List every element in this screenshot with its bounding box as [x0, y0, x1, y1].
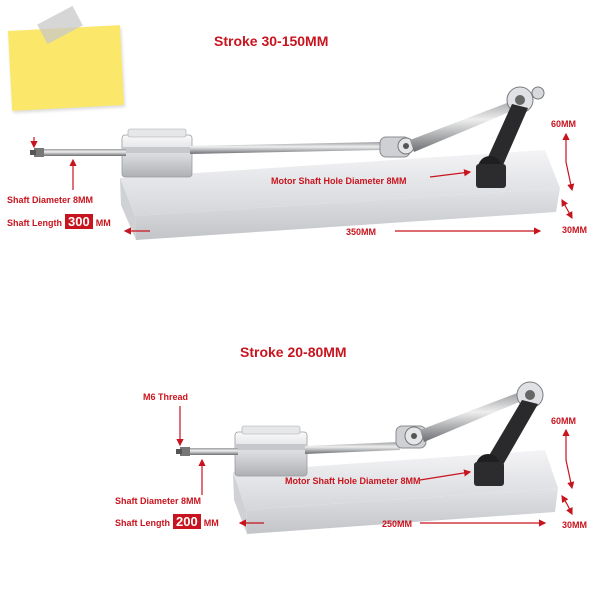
- thread-label: M6 Thread: [143, 392, 189, 402]
- overall-length-label: 350MM: [346, 227, 377, 237]
- connecting-rod: [305, 381, 544, 454]
- shaft-length-value: 300: [65, 214, 93, 229]
- shaft-length-prefix: Shaft Length: [7, 218, 62, 228]
- shaft-length-prefix: Shaft Length: [115, 518, 170, 528]
- bottom-variant-panel: Stroke 20-80MM M6 Thread Shaft Diameter …: [0, 300, 600, 600]
- top-actuator-diagram: [30, 86, 575, 240]
- dimension-arrows: [176, 406, 575, 527]
- shaft-diameter-label: Shaft Diameter 8MM: [115, 496, 202, 506]
- shaft-length-unit: MM: [203, 518, 219, 528]
- top-variant-panel: Stroke 30-150MM Shaft Diameter 8MM Shaft…: [7, 5, 588, 240]
- overall-length-label: 250MM: [382, 519, 413, 529]
- depth-label: 30MM: [562, 225, 588, 235]
- height-label: 60MM: [551, 416, 577, 426]
- linear-bearing-block: [234, 425, 308, 477]
- output-shaft: [30, 148, 126, 157]
- shaft-length-unit: MM: [95, 218, 111, 228]
- motor-shaft-hole-label: Motor Shaft Hole Diameter 8MM: [285, 476, 421, 486]
- shaft-length-value: 200: [173, 514, 201, 529]
- bottom-actuator-diagram: [176, 381, 575, 534]
- depth-label: 30MM: [562, 520, 588, 530]
- dimension-arrows: [30, 132, 575, 235]
- connecting-rod: [190, 86, 545, 158]
- crank-arm: [476, 104, 528, 188]
- stroke-title: Stroke 30-150MM: [214, 33, 329, 49]
- motor-shaft-hole-label: Motor Shaft Hole Diameter 8MM: [271, 176, 407, 186]
- linear-bearing-block: [121, 128, 193, 178]
- aluminum-base: [120, 150, 560, 240]
- crank-arm: [474, 400, 538, 486]
- output-shaft: [176, 447, 238, 456]
- height-label: 60MM: [551, 119, 577, 129]
- stroke-title: Stroke 20-80MM: [240, 344, 347, 360]
- shaft-diameter-label: Shaft Diameter 8MM: [7, 195, 94, 205]
